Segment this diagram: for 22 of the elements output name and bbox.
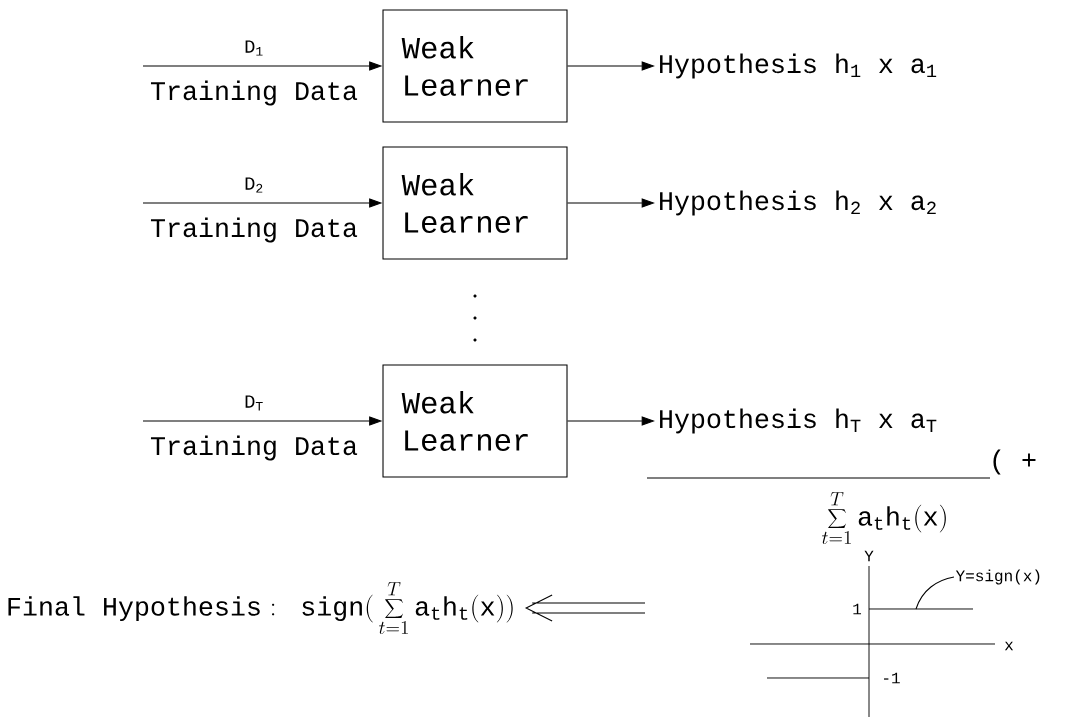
side-label: Training Data [151,80,358,106]
curve-label: Y=sign(x) [955,569,1040,585]
final-hypothesis-formula: $\mathtt{Final\ Hypothesis:\ sign(}\sum_{t=1}^{T}\mathtt{a_{t}h_{t}(x))}$ [8,582,513,635]
learner-box: Weak Learner [382,146,568,260]
side-label: Training Data [151,435,358,461]
edge-label: D$_{2}$ [245,177,263,193]
hypothesis-text: Hypothesis h$_{1}$ x a$_{1}$ [660,53,937,79]
tick-label: 1 [853,603,862,615]
learner-box: Weak Learner [382,9,568,123]
double-arrow [524,594,646,622]
leader-line [915,576,955,610]
axis-label: Y [864,550,874,562]
side-label: Training Data [151,217,358,243]
formula-sign: ( + [993,449,1036,475]
hypothesis-text: Hypothesis h$_{T}$ x a$_{T}$ [660,408,937,434]
edge-label: D$_{1}$ [245,40,263,56]
edge-label: D$_{T}$ [245,395,263,411]
learner-box: Weak Learner [382,364,568,478]
tick-label: -1 [884,672,900,684]
sum-formula: $\sum_{t=1}^{T}\mathtt{a_{t}h_{t}(x)}$ [822,492,946,545]
axis-label: x [1004,641,1014,651]
hypothesis-text: Hypothesis h$_{2}$ x a$_{2}$ [660,190,936,216]
